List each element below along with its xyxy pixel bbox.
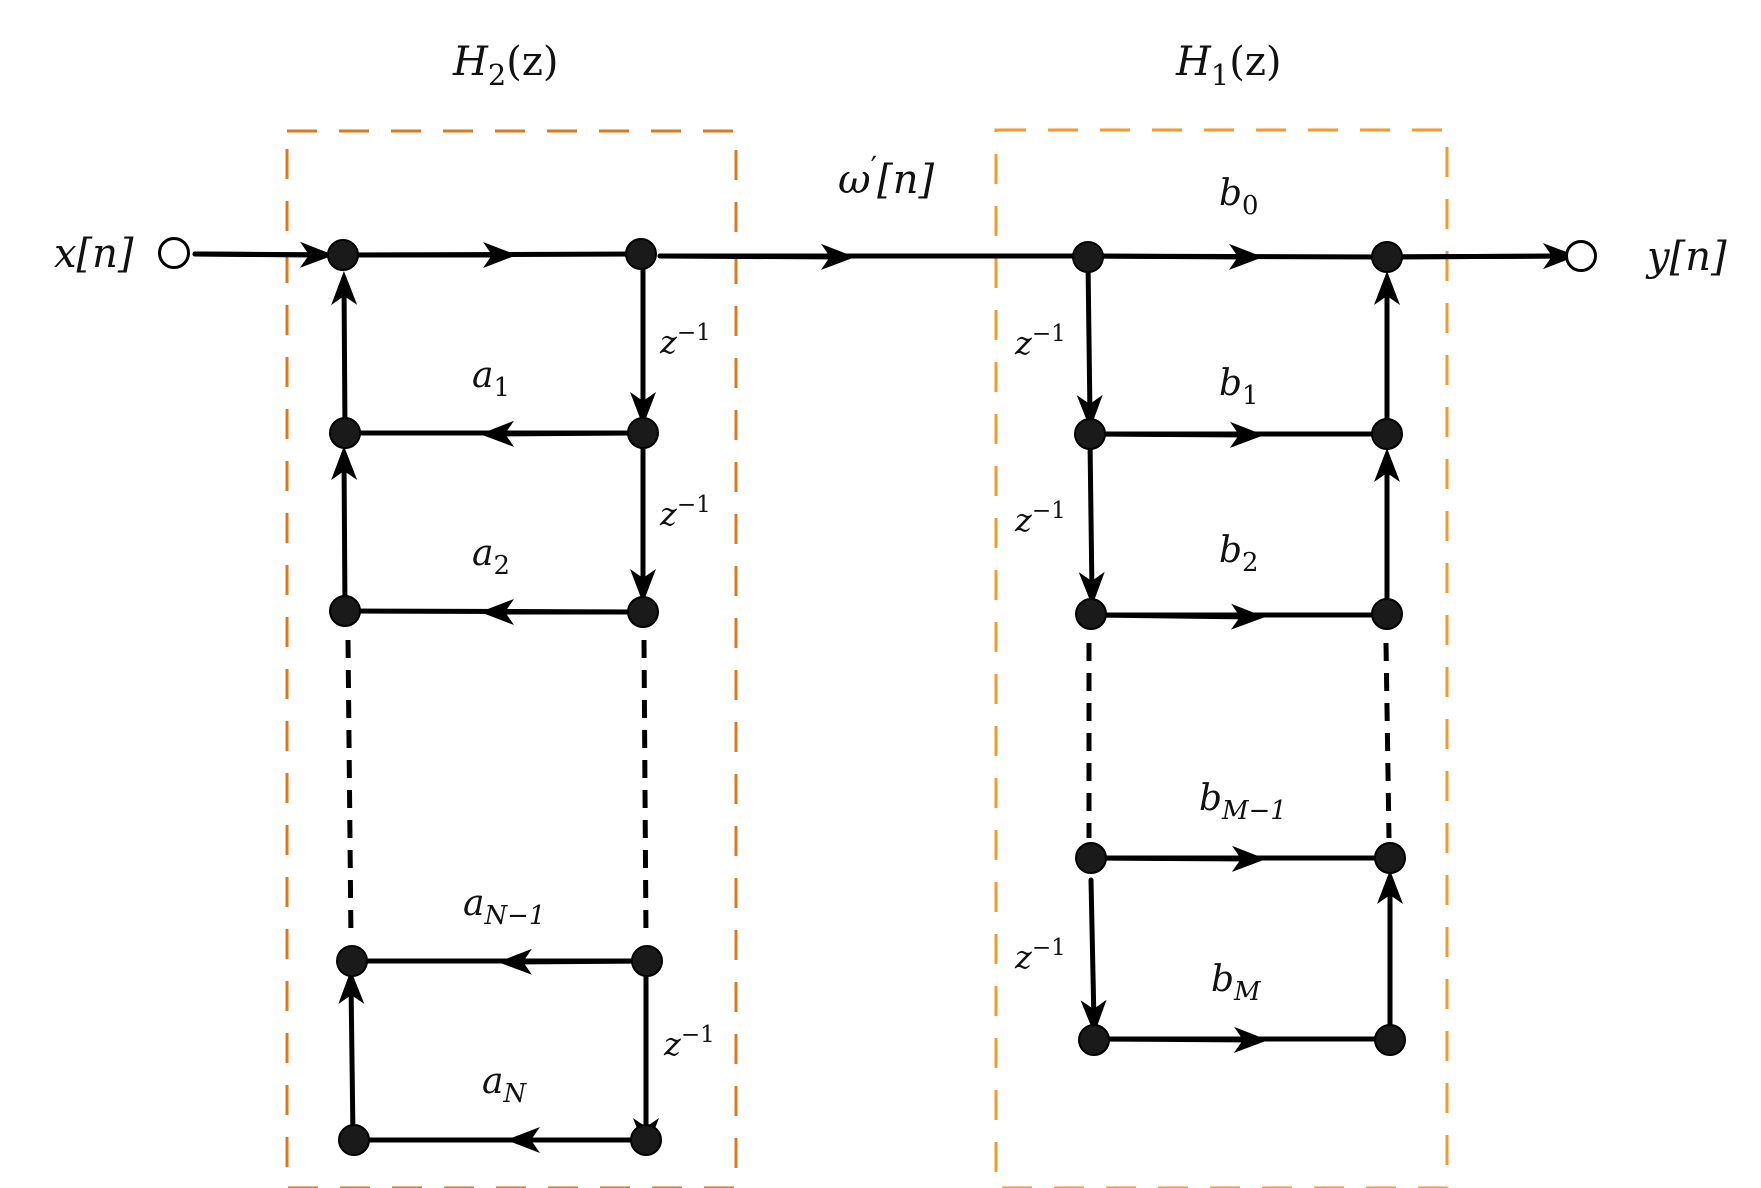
arrow-input bbox=[192, 241, 334, 268]
arrow-aN1 bbox=[498, 948, 650, 975]
node-h1-sum-1 bbox=[1371, 418, 1403, 450]
output-signal-label: y[n] bbox=[1647, 234, 1727, 280]
node-h2-tap-n1 bbox=[631, 945, 663, 977]
block-h1-title: H1(z) bbox=[1176, 39, 1282, 93]
node-h1-sum-m bbox=[1374, 1024, 1406, 1056]
delay-label-h1-2: z−1 bbox=[1015, 498, 1066, 539]
node-h2-sum-top bbox=[327, 239, 359, 271]
delay-label-h2-1: z−1 bbox=[660, 320, 711, 361]
block-h2-title: H2(z) bbox=[453, 39, 559, 93]
arrow-b2 bbox=[1088, 603, 1265, 630]
coef-aN1-label: aN−1 bbox=[463, 883, 546, 932]
delay-label-h2-n: z−1 bbox=[664, 1022, 715, 1063]
input-signal-label: x[n] bbox=[54, 231, 134, 277]
arrow-mid bbox=[657, 243, 855, 270]
node-h2-tap-2 bbox=[627, 596, 659, 628]
coef-b2-label: b2 bbox=[1219, 530, 1259, 579]
arrow-delay-h1-m bbox=[1080, 877, 1107, 1034]
dots-right-col-h2 bbox=[641, 639, 649, 941]
arrow-left-col-n bbox=[338, 970, 365, 1141]
dots-left-col-h2 bbox=[345, 639, 354, 941]
node-h1-sum-m1 bbox=[1374, 842, 1406, 874]
arrow-bM1 bbox=[1088, 845, 1266, 872]
node-h2-tap-n bbox=[630, 1124, 662, 1156]
coef-b0-label: b0 bbox=[1219, 173, 1259, 222]
node-h2-sum-n bbox=[338, 1124, 370, 1156]
node-h2-sum-1 bbox=[329, 417, 361, 449]
node-h2-sum-n1 bbox=[336, 945, 368, 977]
coef-b1-label: b1 bbox=[1219, 363, 1259, 412]
node-h1-sum-top bbox=[1371, 241, 1403, 273]
node-h1-tap-top bbox=[1072, 241, 1104, 273]
dots-right-col-h1 bbox=[1383, 642, 1392, 839]
node-h2-tap-1 bbox=[627, 417, 659, 449]
output-terminal bbox=[1565, 240, 1597, 272]
arrow-bM bbox=[1091, 1026, 1268, 1053]
coef-a1-label: a1 bbox=[472, 355, 510, 404]
arrow-b1 bbox=[1087, 421, 1264, 448]
node-h1-tap-m1 bbox=[1075, 842, 1107, 874]
node-h2-sum-2 bbox=[329, 595, 361, 627]
arrow-delay-h1-1 bbox=[1076, 259, 1103, 429]
arrow-a1 bbox=[480, 420, 646, 447]
coef-bM1-label: bM−1 bbox=[1199, 778, 1287, 827]
arrow-left-col-1 bbox=[331, 271, 358, 434]
arrow-output bbox=[1382, 243, 1577, 270]
arrow-left-col-2 bbox=[331, 446, 358, 613]
arrow-b0 bbox=[1082, 243, 1263, 270]
block-h2-border bbox=[285, 129, 738, 1188]
delay-label-h1-1: z−1 bbox=[1015, 321, 1066, 362]
coef-aN-label: aN bbox=[482, 1061, 527, 1110]
arrow-delay-h1-2 bbox=[1078, 437, 1105, 606]
node-h1-sum-2 bbox=[1371, 598, 1403, 630]
block-h1-border bbox=[994, 128, 1449, 1188]
node-h2-tap-top bbox=[625, 238, 657, 270]
intermediate-signal-label: ω′[n] bbox=[838, 150, 935, 203]
input-terminal bbox=[158, 237, 190, 269]
node-h1-tap-2 bbox=[1075, 598, 1107, 630]
node-h1-tap-1 bbox=[1074, 418, 1106, 450]
coef-bM-label: bM bbox=[1211, 959, 1261, 1008]
node-h1-tap-m bbox=[1078, 1024, 1110, 1056]
coef-a2-label: a2 bbox=[472, 533, 510, 582]
delay-label-h2-2: z−1 bbox=[660, 492, 711, 533]
delay-label-h1-m: z−1 bbox=[1015, 935, 1066, 976]
